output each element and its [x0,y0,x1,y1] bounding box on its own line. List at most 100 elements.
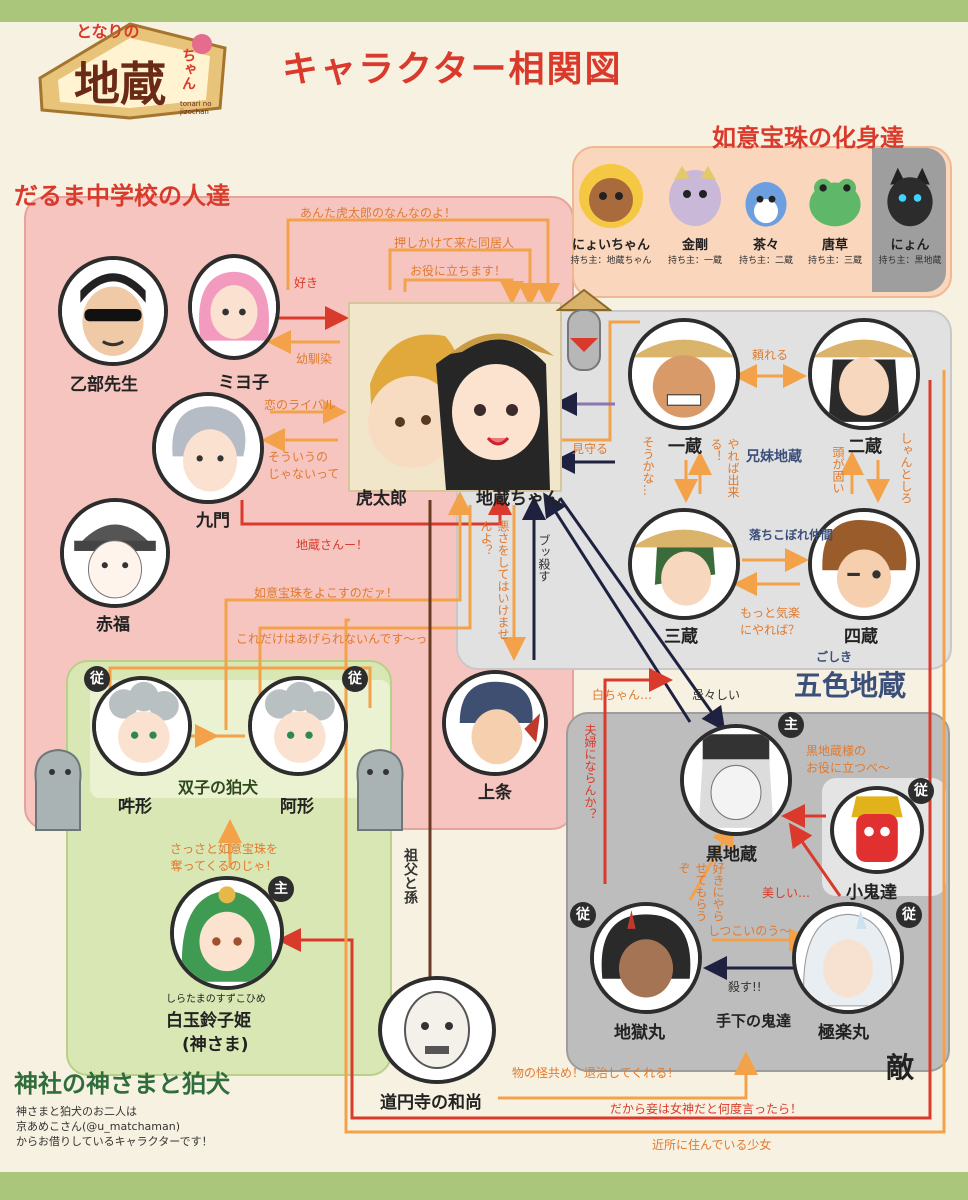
face-green-hair-icon [174,880,280,986]
shrine-label: 神社の神さまと狛犬 [14,1070,230,1098]
note-oyaku: お役に立ちます！ [410,264,507,278]
note-kurosama: 黒地蔵様の お役に立つべ〜 [806,744,891,775]
page-title: キャラクター相関図 [282,49,623,90]
logo-side-text: ちゃん [180,48,196,90]
note-oshikake: 押しかけて来た同居人 [394,236,515,250]
face-black-hair-horn-icon [594,906,698,1010]
name-akafuku: 赤福 [96,615,130,635]
note-soiuno: そういうの じゃないって [268,450,340,481]
portrait-nizo [808,318,920,430]
portrait-ichizo [628,318,740,430]
portrait-kurojizo [680,724,792,836]
face-gray-hair-icon [156,396,260,500]
note-osananajimi: 幼馴染 [296,352,333,366]
nyoi-owner: 持ち主：二蔵 [738,256,793,266]
portrait-yonzo [808,508,920,620]
name-jizo: 地蔵ちゃん [476,489,561,509]
face-beanie-icon [446,674,544,772]
badge-gokurakumaru-follower: 従 [896,902,922,928]
name-sanzo: 三蔵 [664,627,698,647]
name-ungyo: 吽形 [118,797,152,817]
face-straw-hat-green-hair-icon [632,512,736,616]
face-black-hat-icon [684,728,788,832]
note-shitsukoi: しつこいのう〜 [708,924,792,938]
name-hime-sub: (神さま) [182,1035,249,1055]
name-gokurakumaru: 極楽丸 [818,1023,869,1043]
portrait-agyo [248,676,348,776]
school-label: だるま中学校の人達 [14,182,230,210]
note-utsukushii: 美しい… [762,886,811,900]
hime-ruby: しらたまのすずこひめ [166,994,266,1005]
dark-fox-mascot-icon [887,167,933,227]
nyoi-item-karakusa: 唐草 持ち主：三蔵 [800,166,870,266]
face-curly-gray-icon [252,680,344,772]
logo-main-text: 地蔵 [74,57,166,111]
badge-kurojizo-master: 主 [778,712,804,738]
note-motto: もっと気楽 にやれば？ [740,606,801,637]
logo-top-text: となりの [76,22,140,41]
note-sokana: そうかな… [641,436,655,496]
name-nizo: 二蔵 [848,437,882,457]
note-shirochan: 白ちゃん… [592,688,653,702]
name-agyo: 阿形 [280,797,314,817]
nyoi-item-kongo: 金剛 持ち主：一蔵 [660,160,730,266]
note-atamaga: 頭が固い [831,446,845,494]
portrait-kooni [830,786,924,874]
note-imaimashii: 忌々しい [692,688,741,702]
portrait-sanzo [628,508,740,620]
note-mimamoru: 見守る [572,442,609,456]
note-sofu: 祖父と孫 [402,848,418,904]
note-sukini: 好きにやらせてもらうぞ [677,862,725,922]
badge-jigokumaru-follower: 従 [570,902,596,928]
name-kamijo: 上条 [478,783,512,803]
siblings-label: 兄妹地蔵 [746,449,802,465]
green-frog-mascot-icon [809,178,861,227]
name-kotaro: 虎太郎 [356,489,407,509]
name-yonzo: 四蔵 [844,627,878,647]
note-koredake: これだけはあげられないんです〜っ [236,632,428,646]
top-border [0,0,968,22]
nyoi-name: にょいちゃん [571,238,650,253]
face-old-monk-icon [387,980,487,1080]
note-kinjo: 近所に住んでいる少女 [652,1138,772,1152]
logo: となりの 地蔵 ちゃん tonari no jizochan [30,18,230,122]
note-mononoke: 物の怪共め！退治してくれる！ [512,1066,680,1080]
face-white-hair-horn-icon [796,906,900,1010]
note-yokose: 如意宝珠をよこすのだァ！ [254,586,398,600]
note-korosu: 殺す!! [728,980,762,994]
note-sassato: さっさと如意宝珠を 奪ってくるのじゃ！ [170,842,279,873]
nakama-label: 落ちこぼれ仲間 [748,528,833,542]
nyoi-owner: 持ち主：地蔵ちゃん [570,256,652,266]
face-curly-gray-icon [96,680,188,772]
face-red-oni-icon [837,790,917,870]
name-hime: 白玉鈴子姫 [166,1011,251,1031]
tanuki-mascot-icon [579,164,643,228]
portrait-gokurakumaru [792,902,904,1014]
badge-hime-master: 主 [268,876,294,902]
nyoi-owner: 持ち主：黒地蔵 [878,256,942,266]
portrait-kumon [152,392,264,504]
enemy-label: 敵 [886,1051,915,1084]
goshiki-label: 五色地蔵 [794,669,907,702]
note-warui: 悪さをしてはいけませんよ？ [479,520,510,640]
portrait-dosho [378,976,496,1084]
name-kurojizo: 黒地蔵 [706,845,757,865]
credit-text: 神さまと狛犬のお二人は 京あめこさん(@u_matchaman) からお借りして… [16,1105,213,1148]
face-cap-icon [64,502,166,604]
face-pink-hair-icon [192,265,276,349]
twins-label: 双子の狛犬 [178,778,259,797]
note-butsu: ブッ殺す [537,534,551,582]
note-koi: 恋のライバル [264,398,336,412]
note-jizosan: 地蔵さんー！ [296,538,369,552]
nyoi-name: 唐草 [821,238,848,253]
portrait-hime [170,876,284,990]
underlings-label: 手下の鬼達 [716,1012,792,1030]
goshiki-ruby: ごしき [816,650,853,664]
portrait-ungyo [92,676,192,776]
note-shanto: しゃんとしろ [899,432,913,504]
nyoi-item-nyoichan: にょいちゃん 持ち主：地蔵ちゃん [568,160,654,266]
note-fufu: 夫婦にならんか？ [583,724,597,820]
face-straw-hat-long-hair-icon [812,322,916,426]
name-dosho: 道円寺の和尚 [380,1093,482,1113]
badge-ungyo-follower: 従 [84,666,110,692]
